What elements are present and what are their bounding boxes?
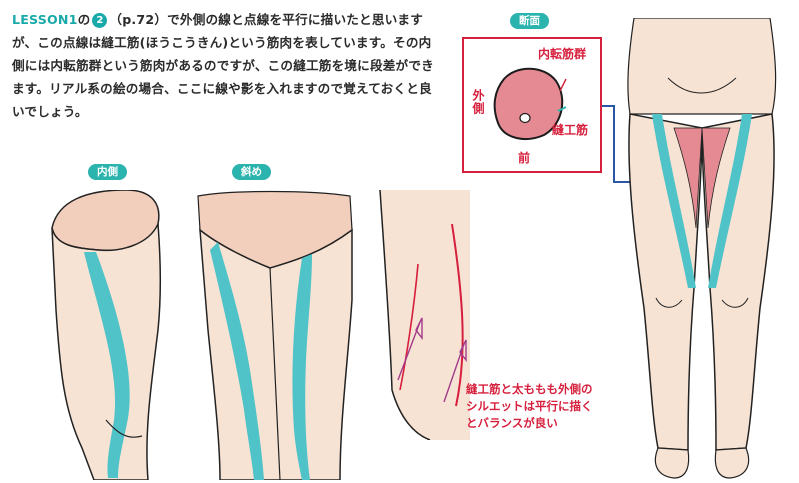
- lesson-particle: の: [77, 12, 91, 27]
- full-legs-figure: [627, 18, 777, 479]
- side-thigh-illustration: [379, 190, 470, 440]
- thigh-section-shape: [493, 67, 564, 140]
- cross-section-box: 内転筋群 外側 縫工筋 前: [462, 37, 602, 173]
- label-adductor: 内転筋群: [538, 47, 587, 61]
- label-sartorius: 縫工筋: [552, 123, 589, 137]
- label-cross-section: 断面: [510, 13, 549, 29]
- inner-leg-illustration: [51, 190, 162, 480]
- label-outer: 外側: [471, 89, 485, 115]
- thigh-cross-section-diagram: [493, 67, 567, 140]
- femur-bone: [519, 112, 531, 124]
- label-oblique: 斜め: [232, 164, 271, 180]
- paragraph-body: （p.72）で外側の線と点線を平行に描いたと思いますが、この点線は縫工筋(ほうこ…: [12, 12, 434, 119]
- oblique-legs-illustration: [197, 190, 353, 480]
- explanation-note: 縫工筋と太ももも外側のシルエットは平行に描くとバランスが良い: [466, 382, 593, 430]
- adductor-pointer: [559, 78, 567, 92]
- circled-number: 2: [92, 13, 108, 28]
- label-inner-side: 内側: [88, 164, 127, 180]
- lesson-label: LESSON1: [12, 12, 78, 27]
- label-front: 前: [518, 151, 531, 165]
- sartorius-pointer: [557, 106, 567, 112]
